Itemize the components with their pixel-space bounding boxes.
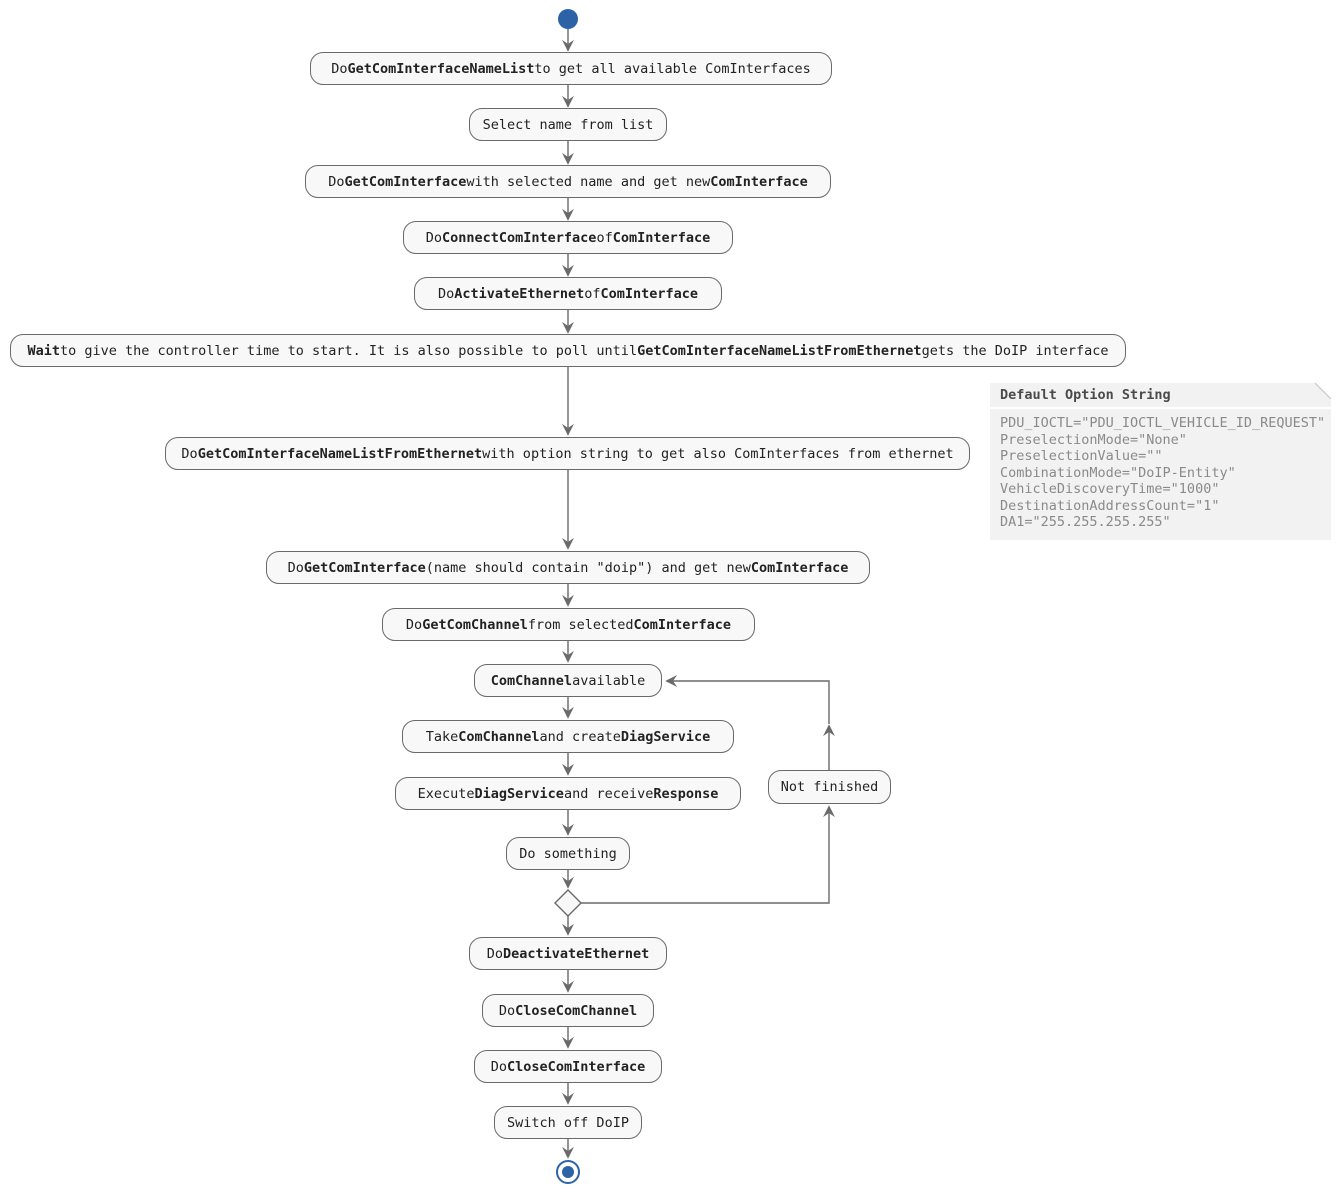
note-body: PDU_IOCTL="PDU_IOCTL_VEHICLE_ID_REQUEST"… xyxy=(1000,415,1326,530)
activity-execute-diag-service: Execute DiagService and receive Response xyxy=(395,777,741,810)
activity-switch-off-doip: Switch off DoIP xyxy=(494,1106,642,1139)
activity-close-com-channel: Do CloseComChannel xyxy=(482,994,654,1027)
decision-diamond xyxy=(554,889,582,917)
activity-deactivate-ethernet: Do DeactivateEthernet xyxy=(469,937,667,970)
start-node xyxy=(558,9,578,29)
activity-select-name-from-list: Select name from list xyxy=(469,108,667,141)
activity-activate-ethernet: Do ActivateEthernet of ComInterface xyxy=(414,277,722,310)
note-fold-icon xyxy=(1315,383,1331,399)
activity-close-com-interface: Do CloseComInterface xyxy=(474,1050,662,1083)
note-title: Default Option String xyxy=(990,383,1331,409)
loop-label-not-finished: Not finished xyxy=(768,770,891,804)
activity-connect-com-interface: Do ConnectComInterface of ComInterface xyxy=(403,221,733,254)
loop-arrow-diamond-to-not-finished xyxy=(581,805,835,904)
activity-get-com-interface-name-list-from-ethernet: Do GetComInterfaceNameListFromEthernet w… xyxy=(165,437,970,470)
note-default-option-string: Default Option String PDU_IOCTL="PDU_IOC… xyxy=(990,383,1331,540)
activity-wait-for-controller: Wait to give the controller time to star… xyxy=(10,334,1126,367)
activity-do-something: Do something xyxy=(506,837,630,870)
activity-get-com-interface-doip: Do GetComInterface (name should contain … xyxy=(266,551,870,584)
loop-arrow-back-to-com-channel xyxy=(665,675,830,724)
end-node xyxy=(556,1160,580,1184)
activity-create-diag-service: Take ComChannel and create DiagService xyxy=(402,720,734,753)
activity-get-com-interface: Do GetComInterface with selected name an… xyxy=(305,165,831,198)
activity-com-channel-available: ComChannel available xyxy=(474,664,662,697)
activity-get-com-channel: Do GetComChannel from selected ComInterf… xyxy=(382,608,755,641)
activity-get-com-interface-name-list: Do GetComInterfaceNameList to get all av… xyxy=(310,52,832,85)
end-node-dot xyxy=(562,1166,574,1178)
